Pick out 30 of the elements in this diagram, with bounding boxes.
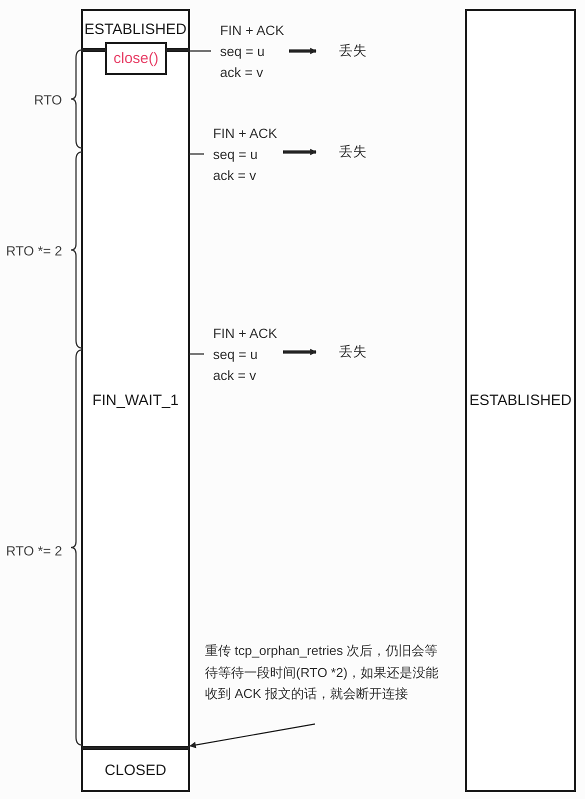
interval-label: RTO *= 2 <box>6 244 62 258</box>
state-box <box>81 746 190 792</box>
segment-field: ack = v <box>220 62 289 82</box>
connector-line <box>190 353 204 355</box>
arrow <box>189 723 316 748</box>
arrow <box>283 348 317 356</box>
interval-label: RTO *= 2 <box>6 544 62 558</box>
segment-field: FIN + ACK <box>213 322 283 344</box>
segment-field: ack = v <box>213 164 283 186</box>
call-box: close() <box>105 42 167 75</box>
lost-label: 丢失 <box>339 343 367 361</box>
lost-label: 丢失 <box>339 143 367 161</box>
arrow <box>289 48 317 54</box>
segment-field: FIN + ACK <box>213 122 283 144</box>
note-text: 重传 tcp_orphan_retries 次后，仍旧会等待等待一段时间(RTO *2)，如果还是没能收到 ACK 报文的话，就会断开连接 <box>205 642 440 704</box>
state-label: FIN_WAIT_1 <box>92 392 179 408</box>
state-label: ESTABLISHED <box>84 21 187 38</box>
segment-field: FIN + ACK <box>220 20 289 40</box>
state-box <box>465 9 576 792</box>
connector-line <box>190 50 211 52</box>
segment-field: seq = u <box>213 344 283 364</box>
segment-field: seq = u <box>213 144 283 164</box>
state-label: CLOSED <box>104 762 166 778</box>
segment-field: ack = v <box>213 364 283 386</box>
connector-line <box>190 153 204 155</box>
interval-label: RTO <box>34 92 62 108</box>
state-label: ESTABLISHED <box>469 392 572 409</box>
lost-label: 丢失 <box>339 42 367 60</box>
segment-field: seq = u <box>220 40 289 62</box>
arrow <box>283 148 317 156</box>
